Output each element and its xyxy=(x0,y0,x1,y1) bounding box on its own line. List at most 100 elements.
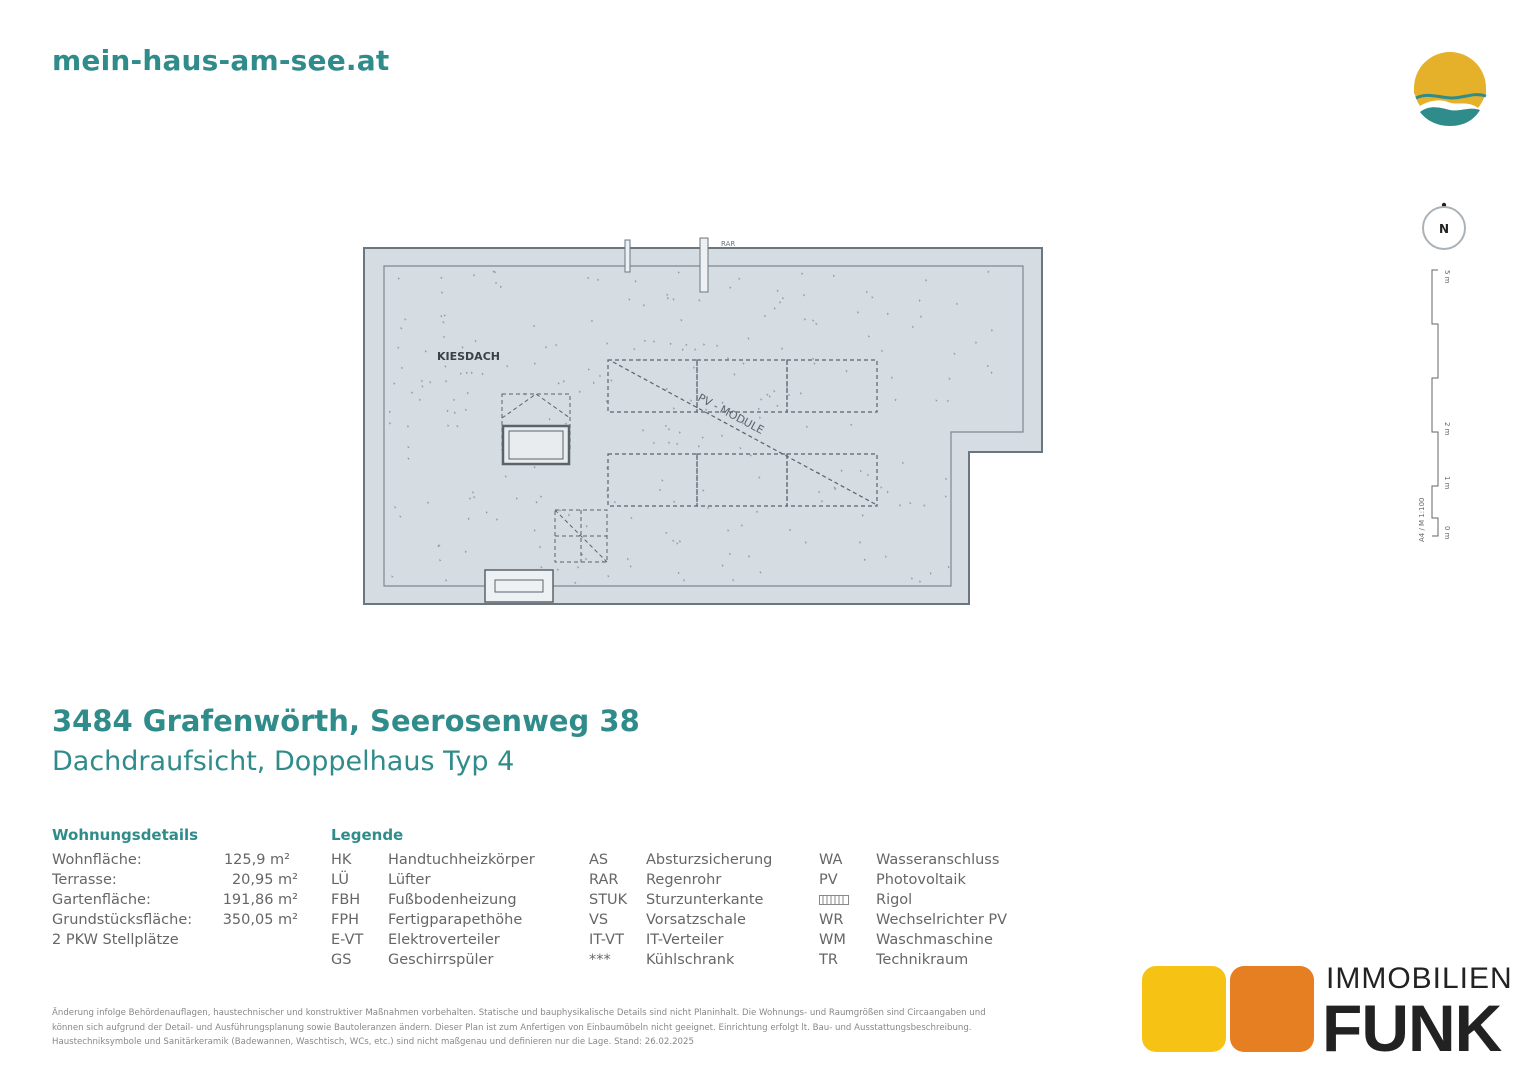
gravel-dot xyxy=(460,372,462,375)
legend-abbr: TR xyxy=(819,952,838,968)
gravel-dot xyxy=(776,404,779,408)
gravel-dot xyxy=(721,564,724,567)
gravel-dot xyxy=(729,286,732,289)
legend-text: Kühlschrank xyxy=(646,952,735,968)
pv-module xyxy=(696,359,788,413)
wave-shape xyxy=(1420,107,1480,126)
gravel-dot xyxy=(470,371,473,375)
scale-bar xyxy=(1431,269,1439,537)
legend-item: WM Waschmaschine xyxy=(819,930,1007,950)
gravel-dot xyxy=(474,339,477,343)
gravel-dot xyxy=(676,542,679,545)
gravel-dot xyxy=(607,574,610,578)
gravel-dot xyxy=(606,342,609,345)
legend-text: Wechselrichter PV xyxy=(876,912,1008,928)
legend-text: Absturzsicherung xyxy=(646,852,773,868)
gravel-dot xyxy=(439,559,442,562)
detail-label: Grundstücksfläche: xyxy=(52,912,193,928)
gravel-dot xyxy=(465,371,468,375)
gravel-dot xyxy=(672,298,675,301)
legend-abbr xyxy=(819,890,876,910)
gravel-dot xyxy=(840,469,843,472)
gravel-dot xyxy=(535,500,538,504)
roof-drain-box xyxy=(484,569,554,603)
gravel-dot xyxy=(515,497,518,500)
gravel-dot xyxy=(444,365,447,368)
gravel-dot xyxy=(800,392,802,395)
gravel-dot xyxy=(591,319,594,323)
details-table: Wohnfläche:125,9 m² Terrasse:20,95 m² Ga… xyxy=(52,850,302,950)
gravel-dot xyxy=(721,401,724,405)
scale-text: A4 / M 1:100 xyxy=(1418,498,1426,543)
gravel-dot xyxy=(681,348,684,351)
gravel-dot xyxy=(614,500,617,504)
gravel-dot xyxy=(991,329,994,332)
gravel-dot xyxy=(555,343,558,347)
legend-text: Wasseranschluss xyxy=(876,852,1000,868)
gravel-dot xyxy=(393,382,396,385)
pv-modules xyxy=(607,359,878,507)
gravel-dot xyxy=(748,555,751,558)
legend-abbr: STUK xyxy=(589,892,628,908)
gravel-dot xyxy=(953,352,956,356)
gravel-dot xyxy=(669,342,672,346)
gravel-dot xyxy=(581,553,584,556)
gravel-dot xyxy=(557,382,560,385)
gravel-dot xyxy=(727,529,730,532)
legend-text: Technikraum xyxy=(876,952,969,968)
gravel-dot xyxy=(805,541,807,544)
gravel-dot xyxy=(666,293,669,297)
gravel-dot xyxy=(885,555,887,558)
gravel-dot xyxy=(400,327,403,330)
property-title: 3484 Grafenwörth, Seerosenweg 38 xyxy=(52,704,640,738)
scale-tick-2m: 2 m xyxy=(1443,422,1451,436)
gravel-dot xyxy=(421,385,424,388)
legend-abbr: WM xyxy=(819,932,846,948)
gravel-dot xyxy=(481,372,484,376)
gravel-dot xyxy=(881,349,884,353)
gravel-dot xyxy=(887,312,889,316)
gravel-dot xyxy=(779,301,782,304)
gravel-dot xyxy=(407,457,410,460)
gravel-dot xyxy=(672,539,675,543)
gravel-dot xyxy=(443,314,446,317)
gravel-dot xyxy=(813,362,816,365)
gravel-dot xyxy=(467,517,470,521)
gravel-dot xyxy=(716,344,719,348)
gravel-dot xyxy=(504,475,507,478)
gravel-dot xyxy=(857,311,860,314)
gravel-dot xyxy=(894,398,897,402)
legend-text: Regenrohr xyxy=(646,872,722,888)
compass-circle xyxy=(1422,206,1466,250)
legend-text: Waschmaschine xyxy=(876,932,993,948)
pv-diagonal xyxy=(612,361,876,505)
gravel-dot xyxy=(665,531,668,535)
pv-module xyxy=(786,359,878,413)
gravel-dot xyxy=(727,357,730,360)
gravel-dot xyxy=(548,417,551,421)
gravel-dot xyxy=(404,318,407,321)
gravel-dot xyxy=(659,488,662,492)
brand-line-1: IMMOBILIEN xyxy=(1326,962,1513,995)
gravel-dot xyxy=(676,442,679,446)
gravel-dot xyxy=(673,407,675,410)
gravel-dot xyxy=(742,422,745,425)
compass-north-label: N xyxy=(1439,222,1449,236)
gravel-dot xyxy=(818,490,821,494)
legend-text: Handtuchheizkörper xyxy=(388,852,535,868)
details-heading: Wohnungsdetails xyxy=(52,826,199,844)
gravel-dot xyxy=(585,524,588,528)
gravel-dot xyxy=(850,423,853,427)
detail-label: Wohnfläche: xyxy=(52,852,142,868)
gravel-dot xyxy=(987,270,990,274)
legend-abbr: WA xyxy=(819,852,843,868)
detail-label: Gartenfläche: xyxy=(52,892,151,908)
gravel-dot xyxy=(668,441,671,444)
gravel-dot xyxy=(834,487,837,491)
